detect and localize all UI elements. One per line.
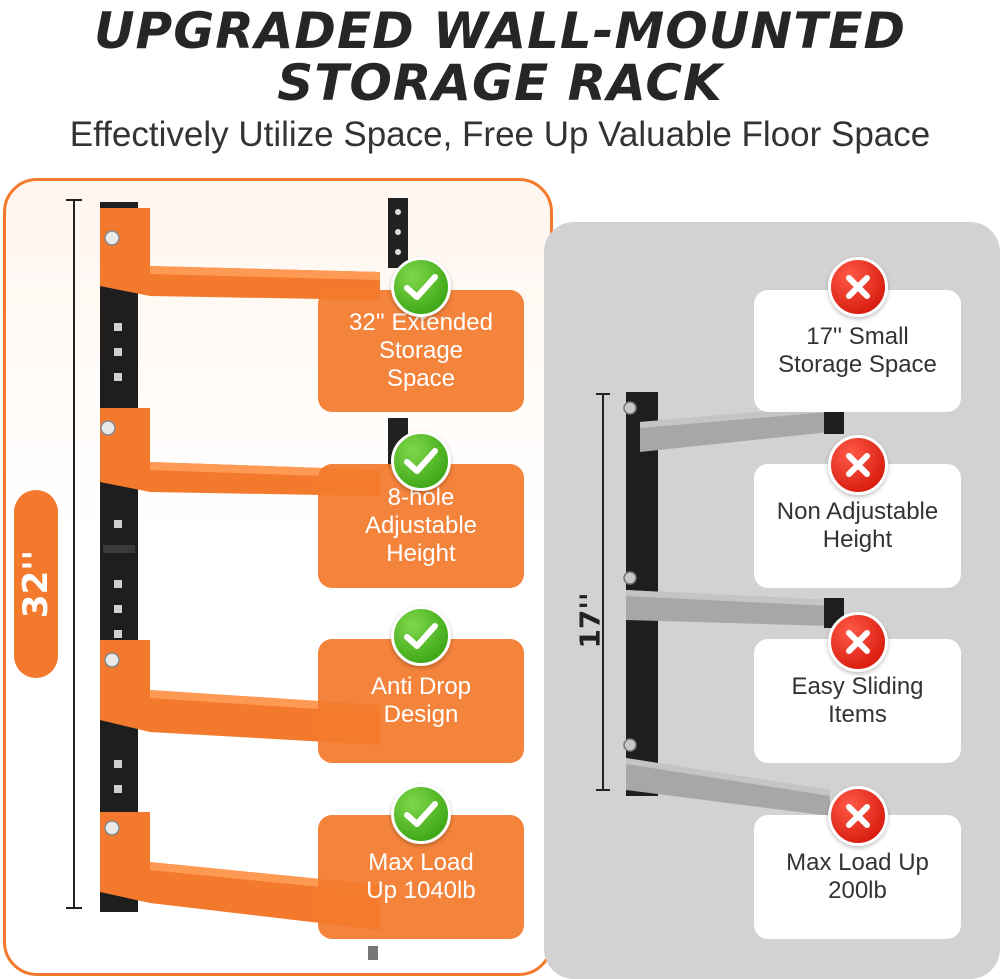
subtitle: Effectively Utilize Space, Free Up Valua… [69, 115, 931, 154]
height-label-32: 32'' [14, 490, 58, 678]
dimension-line-32 [66, 199, 82, 909]
title-line-2: STORAGE RACK [277, 54, 723, 112]
check-icon [391, 431, 451, 491]
cross-icon [828, 786, 888, 846]
check-icon [391, 606, 451, 666]
dimension-line-17 [596, 393, 610, 791]
cross-icon [828, 257, 888, 317]
cross-icon [828, 612, 888, 672]
cross-icon [828, 435, 888, 495]
feature-card-low-max-load: Max Load Up 200lb [754, 815, 961, 939]
height-label-17: 17'' [573, 591, 607, 649]
feature-card-small-storage: 17'' Small Storage Space [754, 290, 961, 412]
title-line-1: UPGRADED WALL-MOUNTED [93, 2, 907, 60]
check-icon [391, 784, 451, 844]
standard-rack [623, 392, 844, 816]
check-icon [391, 257, 451, 317]
